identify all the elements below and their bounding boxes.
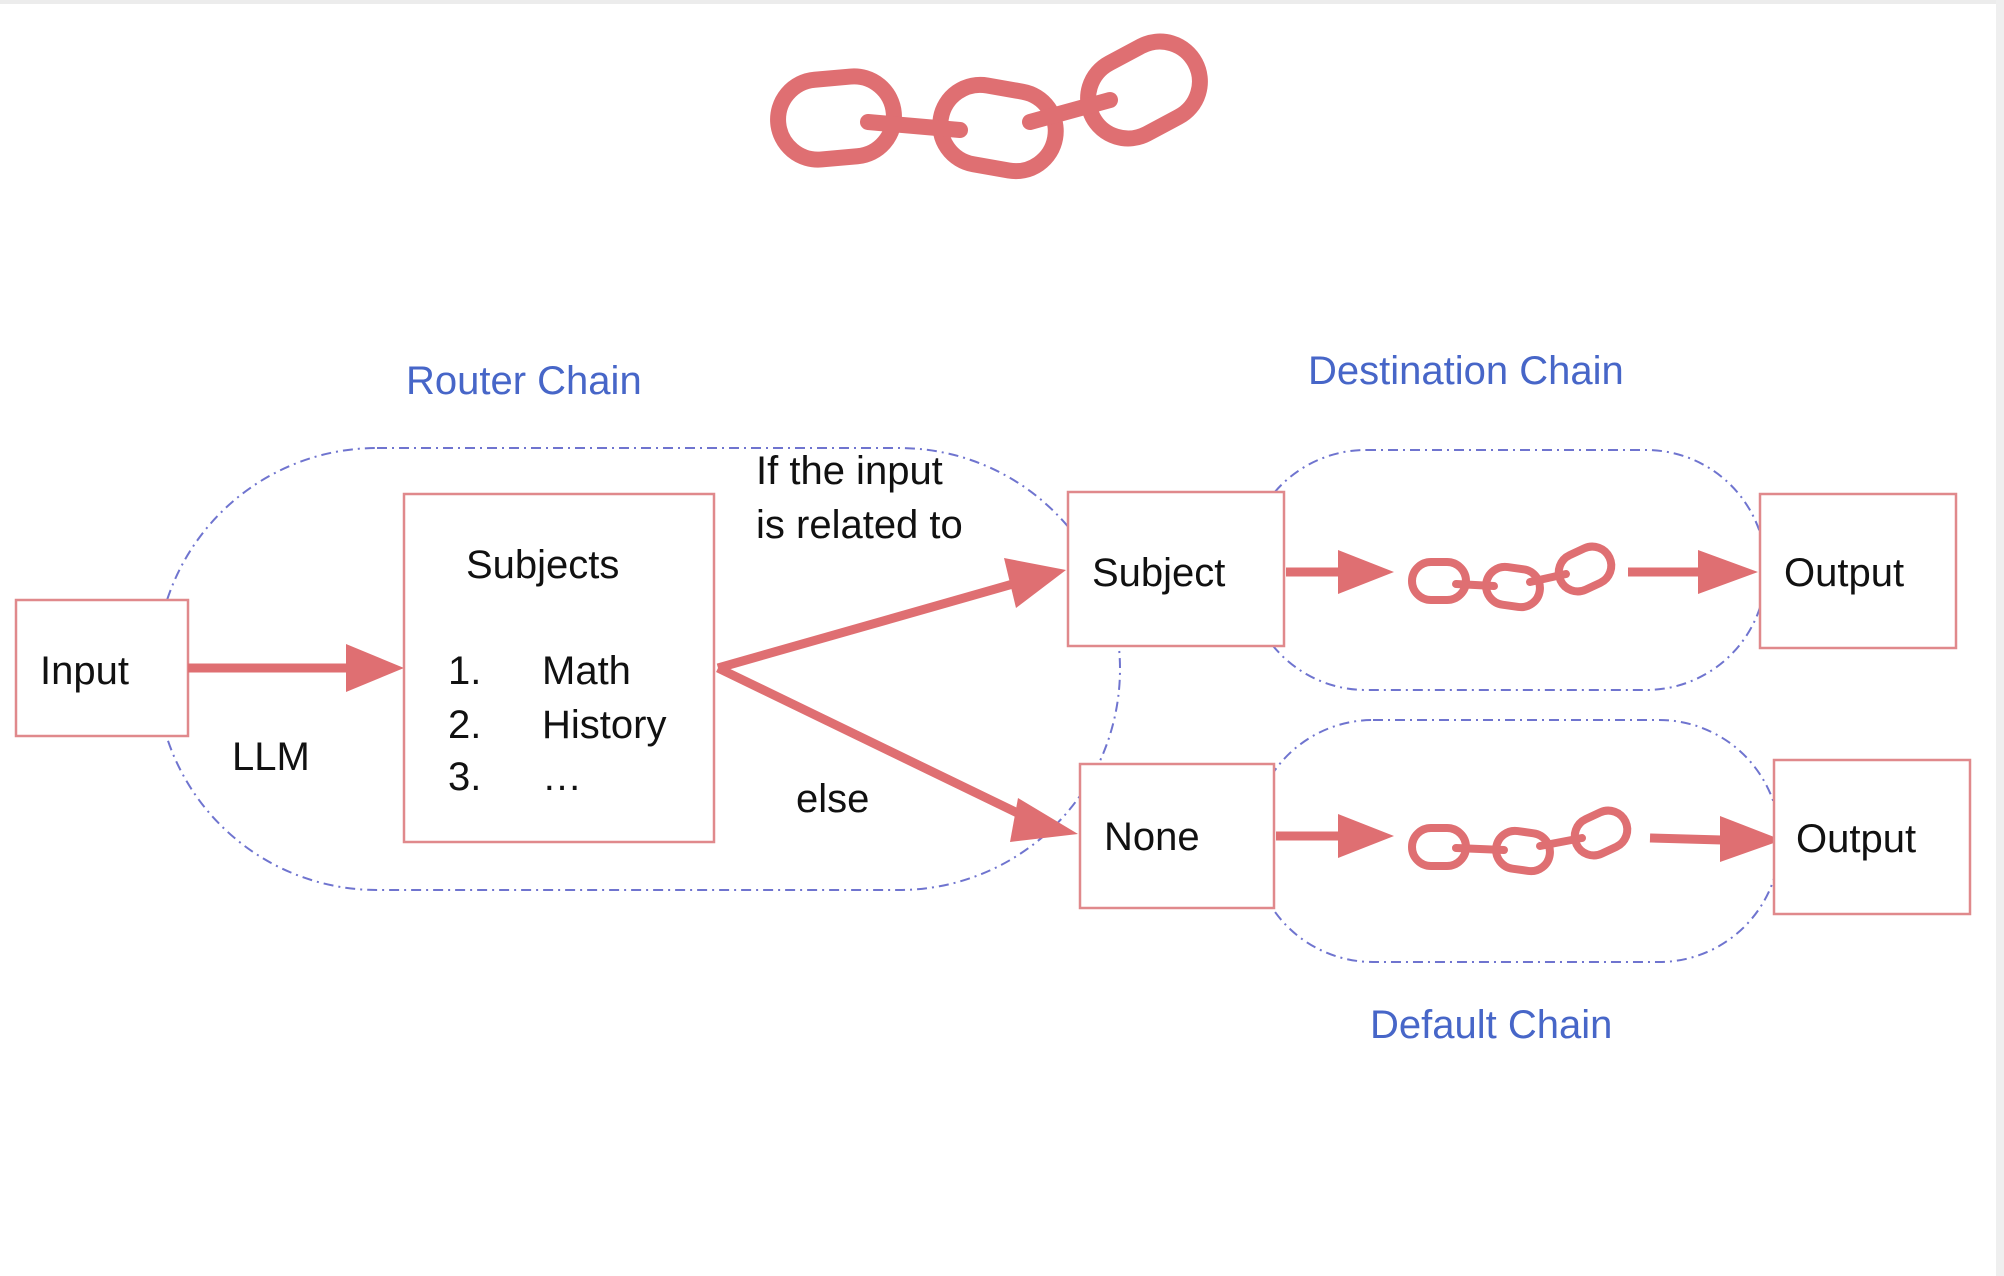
arrow-head [1698, 550, 1758, 594]
arrow-to-none [716, 663, 1034, 825]
none-box [1078, 762, 1276, 910]
destination-chain-title: Destination Chain [1308, 349, 1624, 393]
none-label: None [1104, 815, 1200, 859]
input-label: Input [40, 649, 129, 693]
arrow-head-subject [1004, 558, 1066, 608]
default-output-label: Output [1796, 817, 1916, 861]
input-box [14, 598, 190, 738]
arrow-head-input [346, 644, 404, 692]
subject-item-number: 1. [448, 649, 481, 693]
default-output-box [1772, 758, 1972, 916]
subject-item-number: 2. [448, 703, 481, 747]
arrow-to-subject [716, 577, 1022, 673]
arrow-head-none [1010, 798, 1078, 842]
router-chain-title: Router Chain [406, 359, 642, 403]
right-edge [1996, 0, 2004, 1276]
subjects-title: Subjects [466, 543, 619, 587]
llm-label: LLM [232, 735, 310, 779]
condition-text-line2: is related to [756, 503, 963, 547]
default-chain-group [1251, 719, 1781, 963]
arrow-head [1338, 550, 1394, 594]
condition-text-line1: If the input [756, 449, 943, 493]
destination-output-box [1758, 492, 1958, 650]
subject-label: Subject [1092, 551, 1225, 595]
arrow-head [1720, 816, 1782, 862]
else-label: else [796, 777, 869, 821]
arrow-head [1338, 814, 1394, 858]
router-chain-group [155, 447, 1121, 891]
subject-item-text: History [542, 703, 666, 747]
subjects-box [402, 492, 716, 844]
destination-chain-icon [1408, 542, 1616, 612]
subject-box [1066, 490, 1286, 648]
arrow-chain-to-output [1649, 833, 1723, 845]
header-chain-icon [770, 33, 1208, 180]
destination-output-label: Output [1784, 551, 1904, 595]
subject-item-text: … [542, 755, 582, 799]
default-chain-icon [1408, 806, 1632, 876]
top-edge [0, 0, 2004, 4]
subject-item-text: Math [542, 649, 631, 693]
subject-item-number: 3. [448, 755, 481, 799]
default-chain-title: Default Chain [1370, 1003, 1612, 1047]
